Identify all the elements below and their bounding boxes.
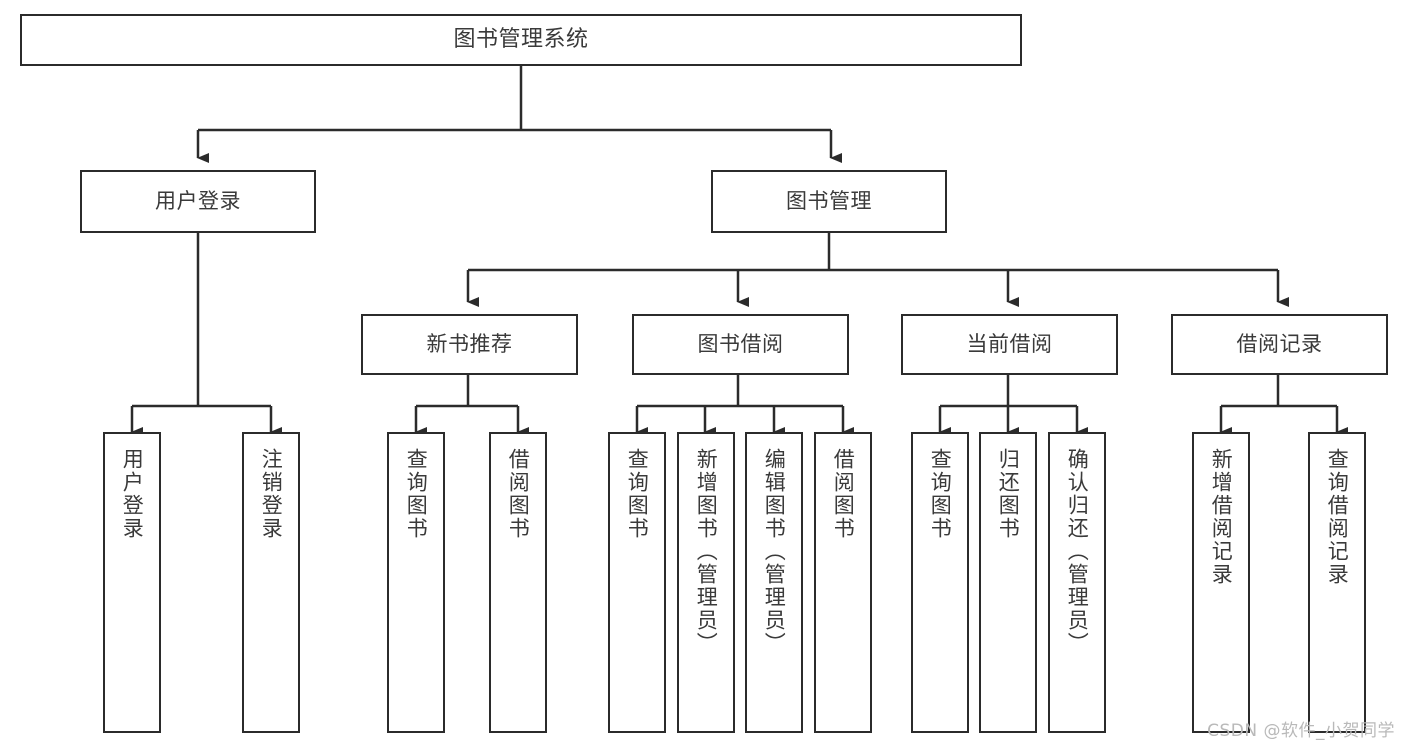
node-current-borrow[interactable]: 当前借阅 [901,314,1118,375]
node-borrow-record[interactable]: 借阅记录 [1171,314,1388,375]
csdn-watermark: CSDN @软件_小贺同学 [1207,721,1395,741]
leaf-label: 查询借阅记录 [1325,448,1350,586]
leaf-logout[interactable]: 注销登录 [242,432,300,733]
node-label: 借阅记录 [1236,331,1323,356]
leaf-borrow-query-book[interactable]: 查询图书 [608,432,666,733]
leaf-record-query-record[interactable]: 查询借阅记录 [1308,432,1366,733]
node-label: 图书管理系统 [453,26,589,52]
leaf-label: 新增图书（管理员） [694,448,719,655]
node-label: 当前借阅 [966,331,1053,356]
leaf-current-confirm-return-admin[interactable]: 确认归还（管理员） [1048,432,1106,733]
leaf-label: 注销登录 [259,448,284,540]
node-root-system[interactable]: 图书管理系统 [20,14,1022,66]
leaf-label: 查询图书 [928,448,953,540]
leaf-label: 查询图书 [404,448,429,540]
leaf-user-login[interactable]: 用户登录 [103,432,161,733]
leaf-label: 查询图书 [625,448,650,540]
node-book-management[interactable]: 图书管理 [711,170,947,233]
leaf-current-return-book[interactable]: 归还图书 [979,432,1037,733]
leaf-recommend-borrow-book[interactable]: 借阅图书 [489,432,547,733]
leaf-label: 新增借阅记录 [1209,448,1234,586]
node-label: 用户登录 [155,188,241,213]
leaf-label: 归还图书 [996,448,1021,540]
leaf-label: 借阅图书 [506,448,531,540]
leaf-label: 确认归还（管理员） [1065,448,1090,655]
node-label: 新书推荐 [426,331,513,356]
leaf-label: 借阅图书 [831,448,856,540]
node-new-book-recommend[interactable]: 新书推荐 [361,314,578,375]
node-user-login[interactable]: 用户登录 [80,170,316,233]
leaf-recommend-query-book[interactable]: 查询图书 [387,432,445,733]
leaf-label: 用户登录 [120,448,145,540]
leaf-borrow-borrow-book[interactable]: 借阅图书 [814,432,872,733]
node-label: 图书管理 [786,188,872,213]
leaf-label: 编辑图书（管理员） [762,448,787,655]
leaf-record-add-record[interactable]: 新增借阅记录 [1192,432,1250,733]
leaf-borrow-add-book-admin[interactable]: 新增图书（管理员） [677,432,735,733]
node-book-borrow[interactable]: 图书借阅 [632,314,849,375]
leaf-current-query-book[interactable]: 查询图书 [911,432,969,733]
node-label: 图书借阅 [697,331,784,356]
leaf-borrow-edit-book-admin[interactable]: 编辑图书（管理员） [745,432,803,733]
